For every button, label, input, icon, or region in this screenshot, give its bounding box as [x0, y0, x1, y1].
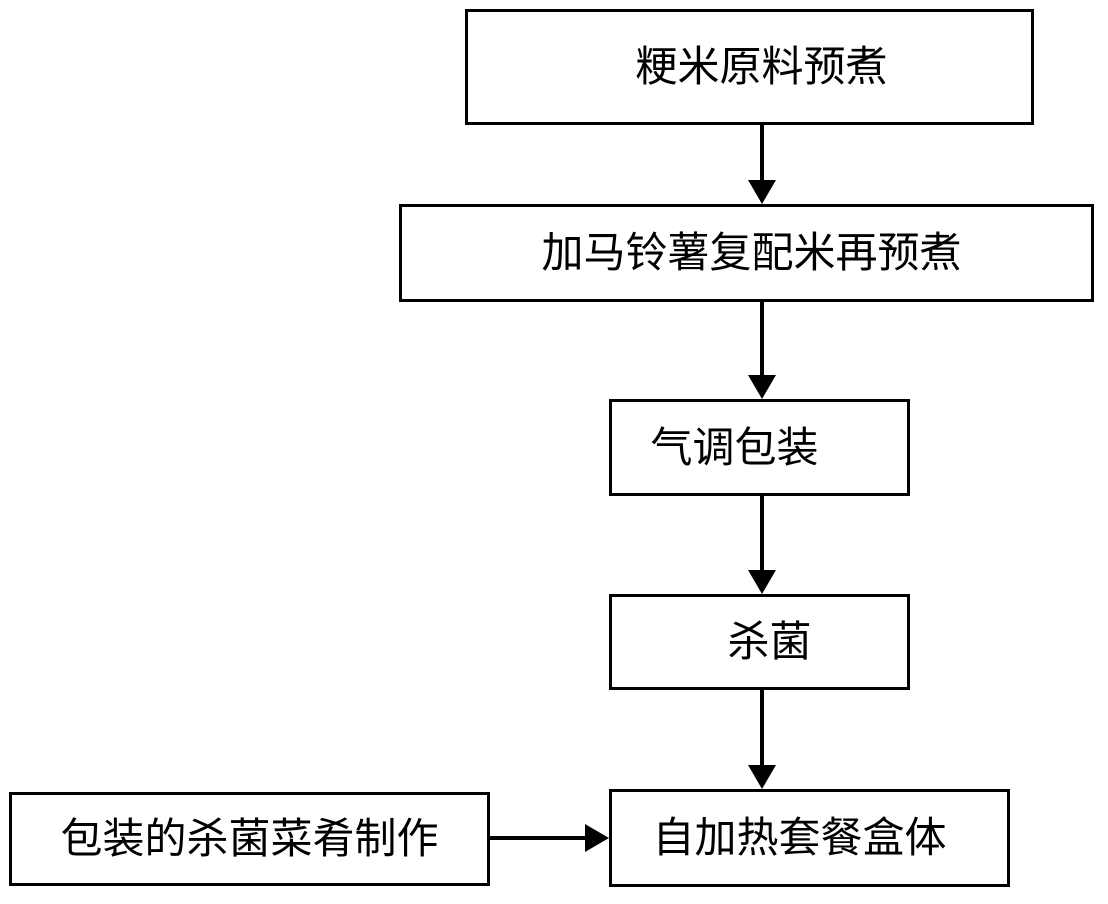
step-rice-precook-label: 粳米原料预煮 — [635, 42, 888, 91]
step-potato-rice-recook-label: 加马铃薯复配米再预煮 — [541, 228, 962, 277]
arrow-s1-to-s2 — [748, 125, 776, 204]
step-packaged-dish-preparation-label: 包装的杀菌菜肴制作 — [60, 814, 439, 863]
arrow-s4-to-s5 — [748, 690, 776, 789]
arrow-s2-to-s3 — [748, 302, 776, 399]
step-sterilization-label: 杀菌 — [727, 617, 812, 666]
step-packaged-dish-preparation: 包装的杀菌菜肴制作 — [9, 792, 490, 886]
step-potato-rice-recook: 加马铃薯复配米再预煮 — [399, 204, 1094, 302]
step-modified-atmosphere-packaging: 气调包装 — [609, 399, 910, 496]
step-rice-precook: 粳米原料预煮 — [465, 9, 1034, 125]
arrow-s6-to-s5 — [490, 824, 609, 852]
step-self-heating-meal-box-label: 自加热套餐盒体 — [652, 813, 947, 862]
step-self-heating-meal-box: 自加热套餐盒体 — [609, 789, 1010, 887]
arrow-s3-to-s4 — [748, 496, 776, 594]
step-modified-atmosphere-packaging-label: 气调包装 — [650, 422, 819, 472]
step-sterilization: 杀菌 — [609, 594, 910, 690]
